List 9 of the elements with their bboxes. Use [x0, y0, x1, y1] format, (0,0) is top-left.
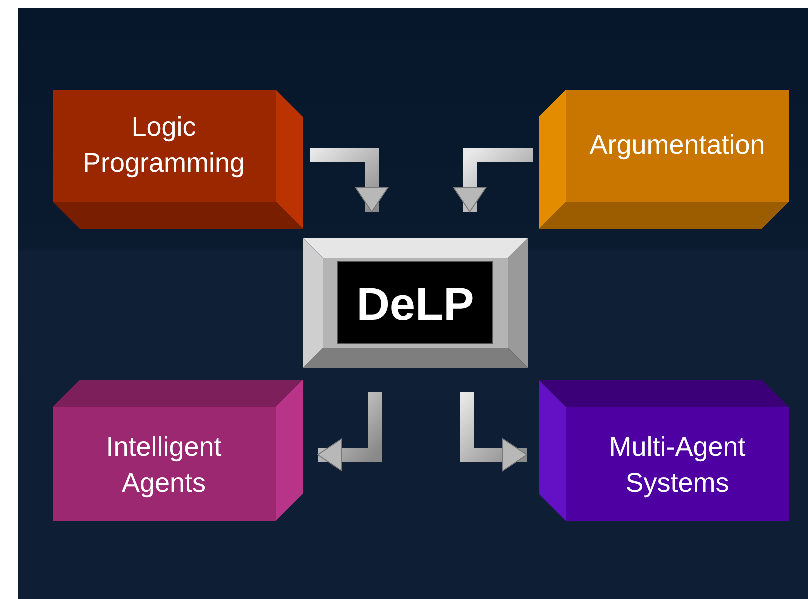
- arrow: [318, 392, 382, 472]
- box-label: Multi-Agent Systems: [608, 430, 747, 500]
- box-label: Logic Programming: [82, 111, 246, 180]
- box-label: Intelligent Agents: [105, 430, 223, 500]
- box-label: Argumentation: [590, 129, 766, 162]
- arrow: [310, 148, 388, 212]
- arrow: [454, 148, 533, 212]
- title-text: DeLP: [356, 278, 474, 330]
- arrow: [460, 392, 528, 472]
